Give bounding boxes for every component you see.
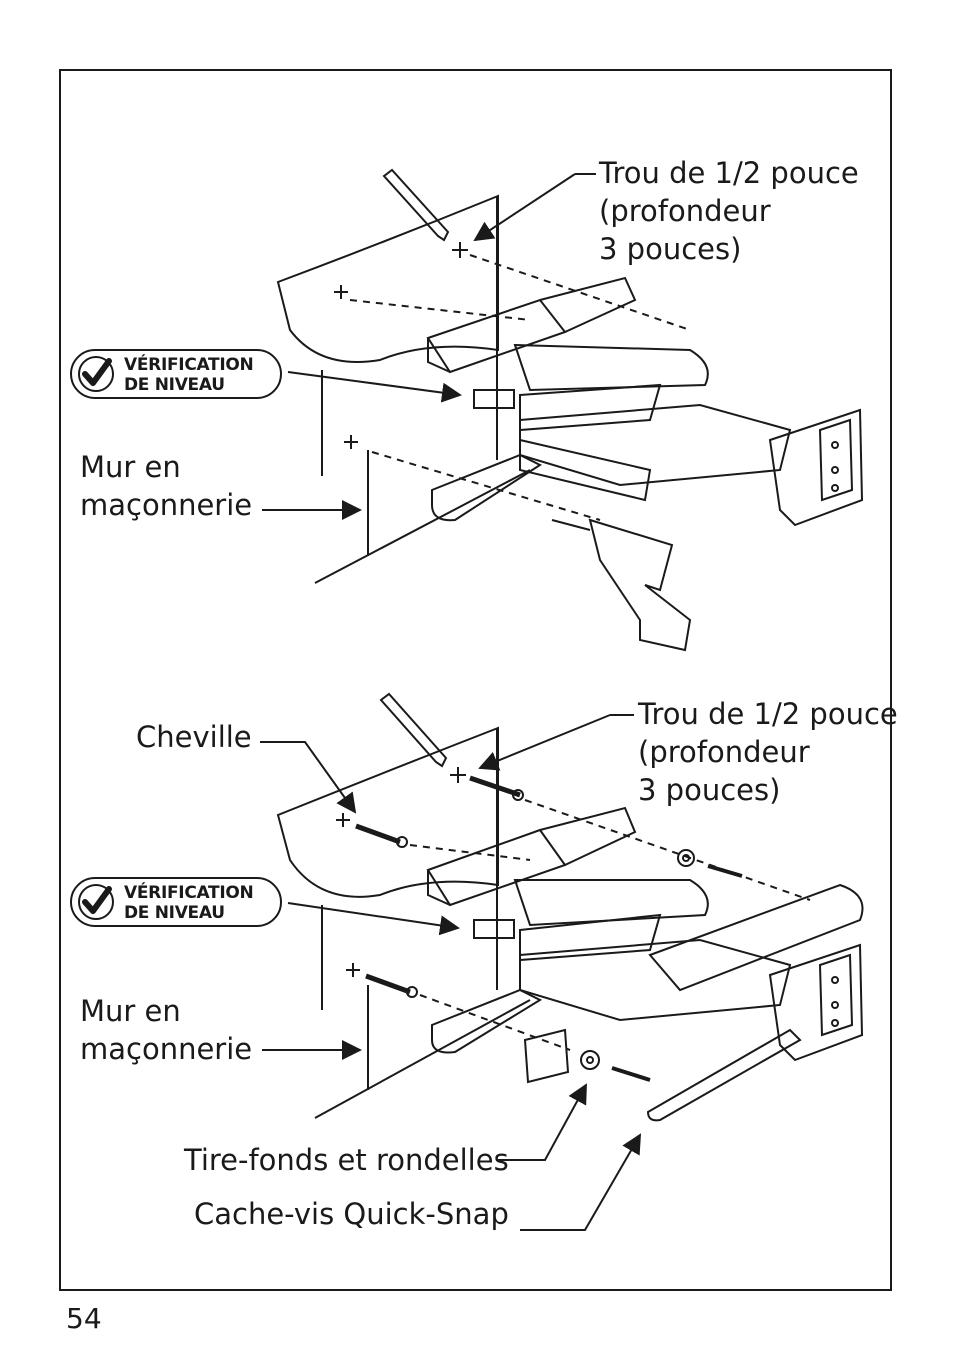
check-icon: [78, 884, 114, 920]
top-diagram: [262, 168, 864, 652]
bottom-hole-label-line1: Trou de 1/2 pouce: [638, 697, 898, 731]
page-number: 54: [66, 1302, 102, 1335]
top-hole-label-line1: Trou de 1/2 pouce: [599, 156, 859, 190]
top-hole-label-line2: (profondeur: [599, 194, 771, 228]
cover-label: Cache-vis Quick-Snap: [194, 1197, 509, 1231]
bottom-wall-label-line2: maçonnerie: [80, 1032, 253, 1066]
bottom-hole-label: Trou de 1/2 pouce (profondeur 3 pouces): [638, 695, 898, 809]
top-badge-line1: VÉRIFICATION: [124, 355, 254, 375]
illustration-frame: [59, 69, 892, 1291]
top-wall-label-line1: Mur en: [80, 450, 181, 484]
top-hole-label-line3: 3 pouces): [599, 232, 742, 266]
check-icon: [78, 356, 114, 392]
lag-bolts-label: Tire-fonds et rondelles: [184, 1143, 509, 1177]
bottom-badge-line2: DE NIVEAU: [124, 903, 225, 923]
top-hole-label: Trou de 1/2 pouce (profondeur 3 pouces): [599, 154, 859, 268]
bottom-wall-label-line1: Mur en: [80, 994, 181, 1028]
top-wall-label-line2: maçonnerie: [80, 488, 253, 522]
top-level-check-badge: VÉRIFICATION DE NIVEAU: [70, 349, 282, 399]
top-wall-label: Mur en maçonnerie: [80, 448, 252, 524]
bottom-diagram: [260, 692, 864, 1231]
anchor-label: Cheville: [136, 720, 252, 754]
bottom-level-check-badge: VÉRIFICATION DE NIVEAU: [70, 877, 282, 927]
bottom-wall-label: Mur en maçonnerie: [80, 992, 252, 1068]
bottom-badge-line1: VÉRIFICATION: [124, 883, 254, 903]
top-badge-line2: DE NIVEAU: [124, 375, 225, 395]
bottom-hole-label-line2: (profondeur: [638, 735, 810, 769]
bottom-hole-label-line3: 3 pouces): [638, 773, 781, 807]
